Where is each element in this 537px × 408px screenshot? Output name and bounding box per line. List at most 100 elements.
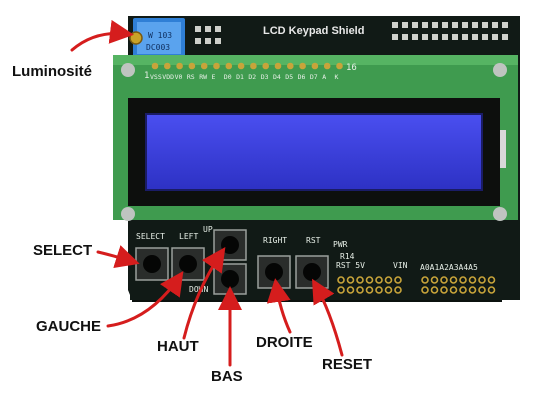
header-pin — [432, 22, 438, 28]
header-hole — [384, 276, 393, 284]
pin-16-label: 16 — [346, 63, 357, 73]
pcb-down-label: DOWN — [189, 285, 208, 294]
header-pin — [452, 34, 458, 40]
lcd-pin-label: D5 — [285, 73, 293, 81]
bottom-pin-headers — [337, 276, 496, 294]
reset-arrow — [312, 278, 344, 357]
header-hole — [478, 286, 486, 294]
header-pin — [492, 34, 498, 40]
pcb-up-label: UP — [203, 225, 213, 234]
lcd-pin-label: K — [335, 73, 339, 81]
header-pin — [442, 22, 448, 28]
luminosite-label: Luminosité — [12, 63, 93, 80]
pcb-rst5v-label: RST 5V — [336, 261, 365, 270]
lcd-pin — [287, 62, 294, 70]
gauche-arrow — [106, 271, 184, 328]
pot-marking-1: W 103 — [148, 31, 172, 40]
header-hole — [430, 286, 439, 294]
header-pin — [502, 22, 508, 28]
header-pin — [392, 22, 398, 28]
lcd-pin-label: RS — [187, 73, 195, 81]
lcd-pin — [250, 62, 257, 70]
lcd-pin — [323, 62, 331, 70]
down-pushbutton — [213, 263, 247, 295]
lcd-pin — [274, 62, 282, 70]
header-hole — [440, 276, 448, 284]
bas-label: BAS — [211, 368, 243, 385]
header-hole — [459, 276, 467, 284]
header-hole — [487, 286, 496, 294]
header-pin — [452, 22, 458, 28]
board-name: LCD Keypad Shield — [263, 25, 364, 37]
pcb-rst-label: RST — [306, 236, 321, 245]
header-pin — [432, 34, 438, 40]
pcb-analog-label: A0A1A2A3A4A5 — [420, 263, 478, 272]
header-hole — [365, 276, 374, 284]
header-pin — [422, 22, 428, 28]
lcd-pin — [225, 62, 233, 70]
header-hole — [356, 276, 364, 284]
header-pin — [482, 22, 488, 28]
lcd-pin — [262, 62, 270, 70]
lcd-pin-label: A — [322, 73, 326, 81]
header-hole — [430, 276, 439, 284]
header-hole — [449, 276, 458, 284]
droite-label: DROITE — [256, 334, 313, 351]
lcd-pin — [299, 62, 306, 70]
select-label: SELECT — [33, 242, 93, 259]
small-header — [195, 26, 221, 44]
header-hole — [375, 286, 383, 294]
header-pin — [502, 34, 508, 40]
header-pin — [462, 22, 468, 28]
header-pin — [412, 22, 418, 28]
header-hole — [487, 276, 496, 284]
pin-1-label: 1 — [144, 71, 149, 81]
lcd-pin-label: VSS — [150, 73, 162, 81]
header-pin — [402, 34, 408, 40]
lcd-pin-label: D3 — [261, 73, 269, 81]
lcd-pin — [237, 62, 245, 70]
header-hole — [440, 286, 448, 294]
header-hole — [468, 276, 477, 284]
select-arrow — [96, 245, 140, 269]
header-hole — [421, 276, 429, 284]
lcd-pin — [336, 62, 343, 70]
lcd-pin-label: RW — [199, 73, 207, 81]
left-pushbutton — [171, 247, 205, 281]
pcb-left-label: LEFT — [179, 232, 198, 241]
header-pin — [412, 34, 418, 40]
header-pin — [472, 22, 478, 28]
header-hole — [337, 276, 345, 284]
header-hole — [394, 276, 402, 284]
gauche-label: GAUCHE — [36, 318, 102, 335]
pot-marking-2: DC003 — [146, 43, 170, 52]
pcb-select-label: SELECT — [136, 232, 165, 241]
header-pin — [482, 34, 488, 40]
haut-arrow — [182, 247, 226, 340]
lcd-pin-label: D4 — [273, 73, 281, 81]
header-hole — [356, 286, 364, 294]
callout-arrows — [70, 19, 344, 367]
lcd-pin — [200, 62, 208, 70]
pcb-vin-label: VIN — [393, 261, 408, 270]
lcd-pin-label: D7 — [310, 73, 318, 81]
header-hole — [365, 286, 374, 294]
lcd-pin-label: D0 — [224, 73, 232, 81]
header-hole — [421, 286, 429, 294]
header-hole — [459, 286, 467, 294]
lcd-pin-label: E — [212, 73, 216, 81]
header-pin — [442, 34, 448, 40]
droite-arrow — [266, 278, 292, 334]
haut-label: HAUT — [157, 338, 199, 355]
header-hole — [346, 286, 355, 294]
lcd-pin-label: D1 — [236, 73, 244, 81]
header-hole — [375, 276, 383, 284]
reset-pushbutton — [295, 255, 329, 289]
lcd-pin — [176, 62, 183, 70]
header-pin — [402, 22, 408, 28]
lcd-pin — [151, 62, 159, 70]
lcd-display — [128, 98, 500, 206]
reset-label: RESET — [322, 356, 373, 373]
